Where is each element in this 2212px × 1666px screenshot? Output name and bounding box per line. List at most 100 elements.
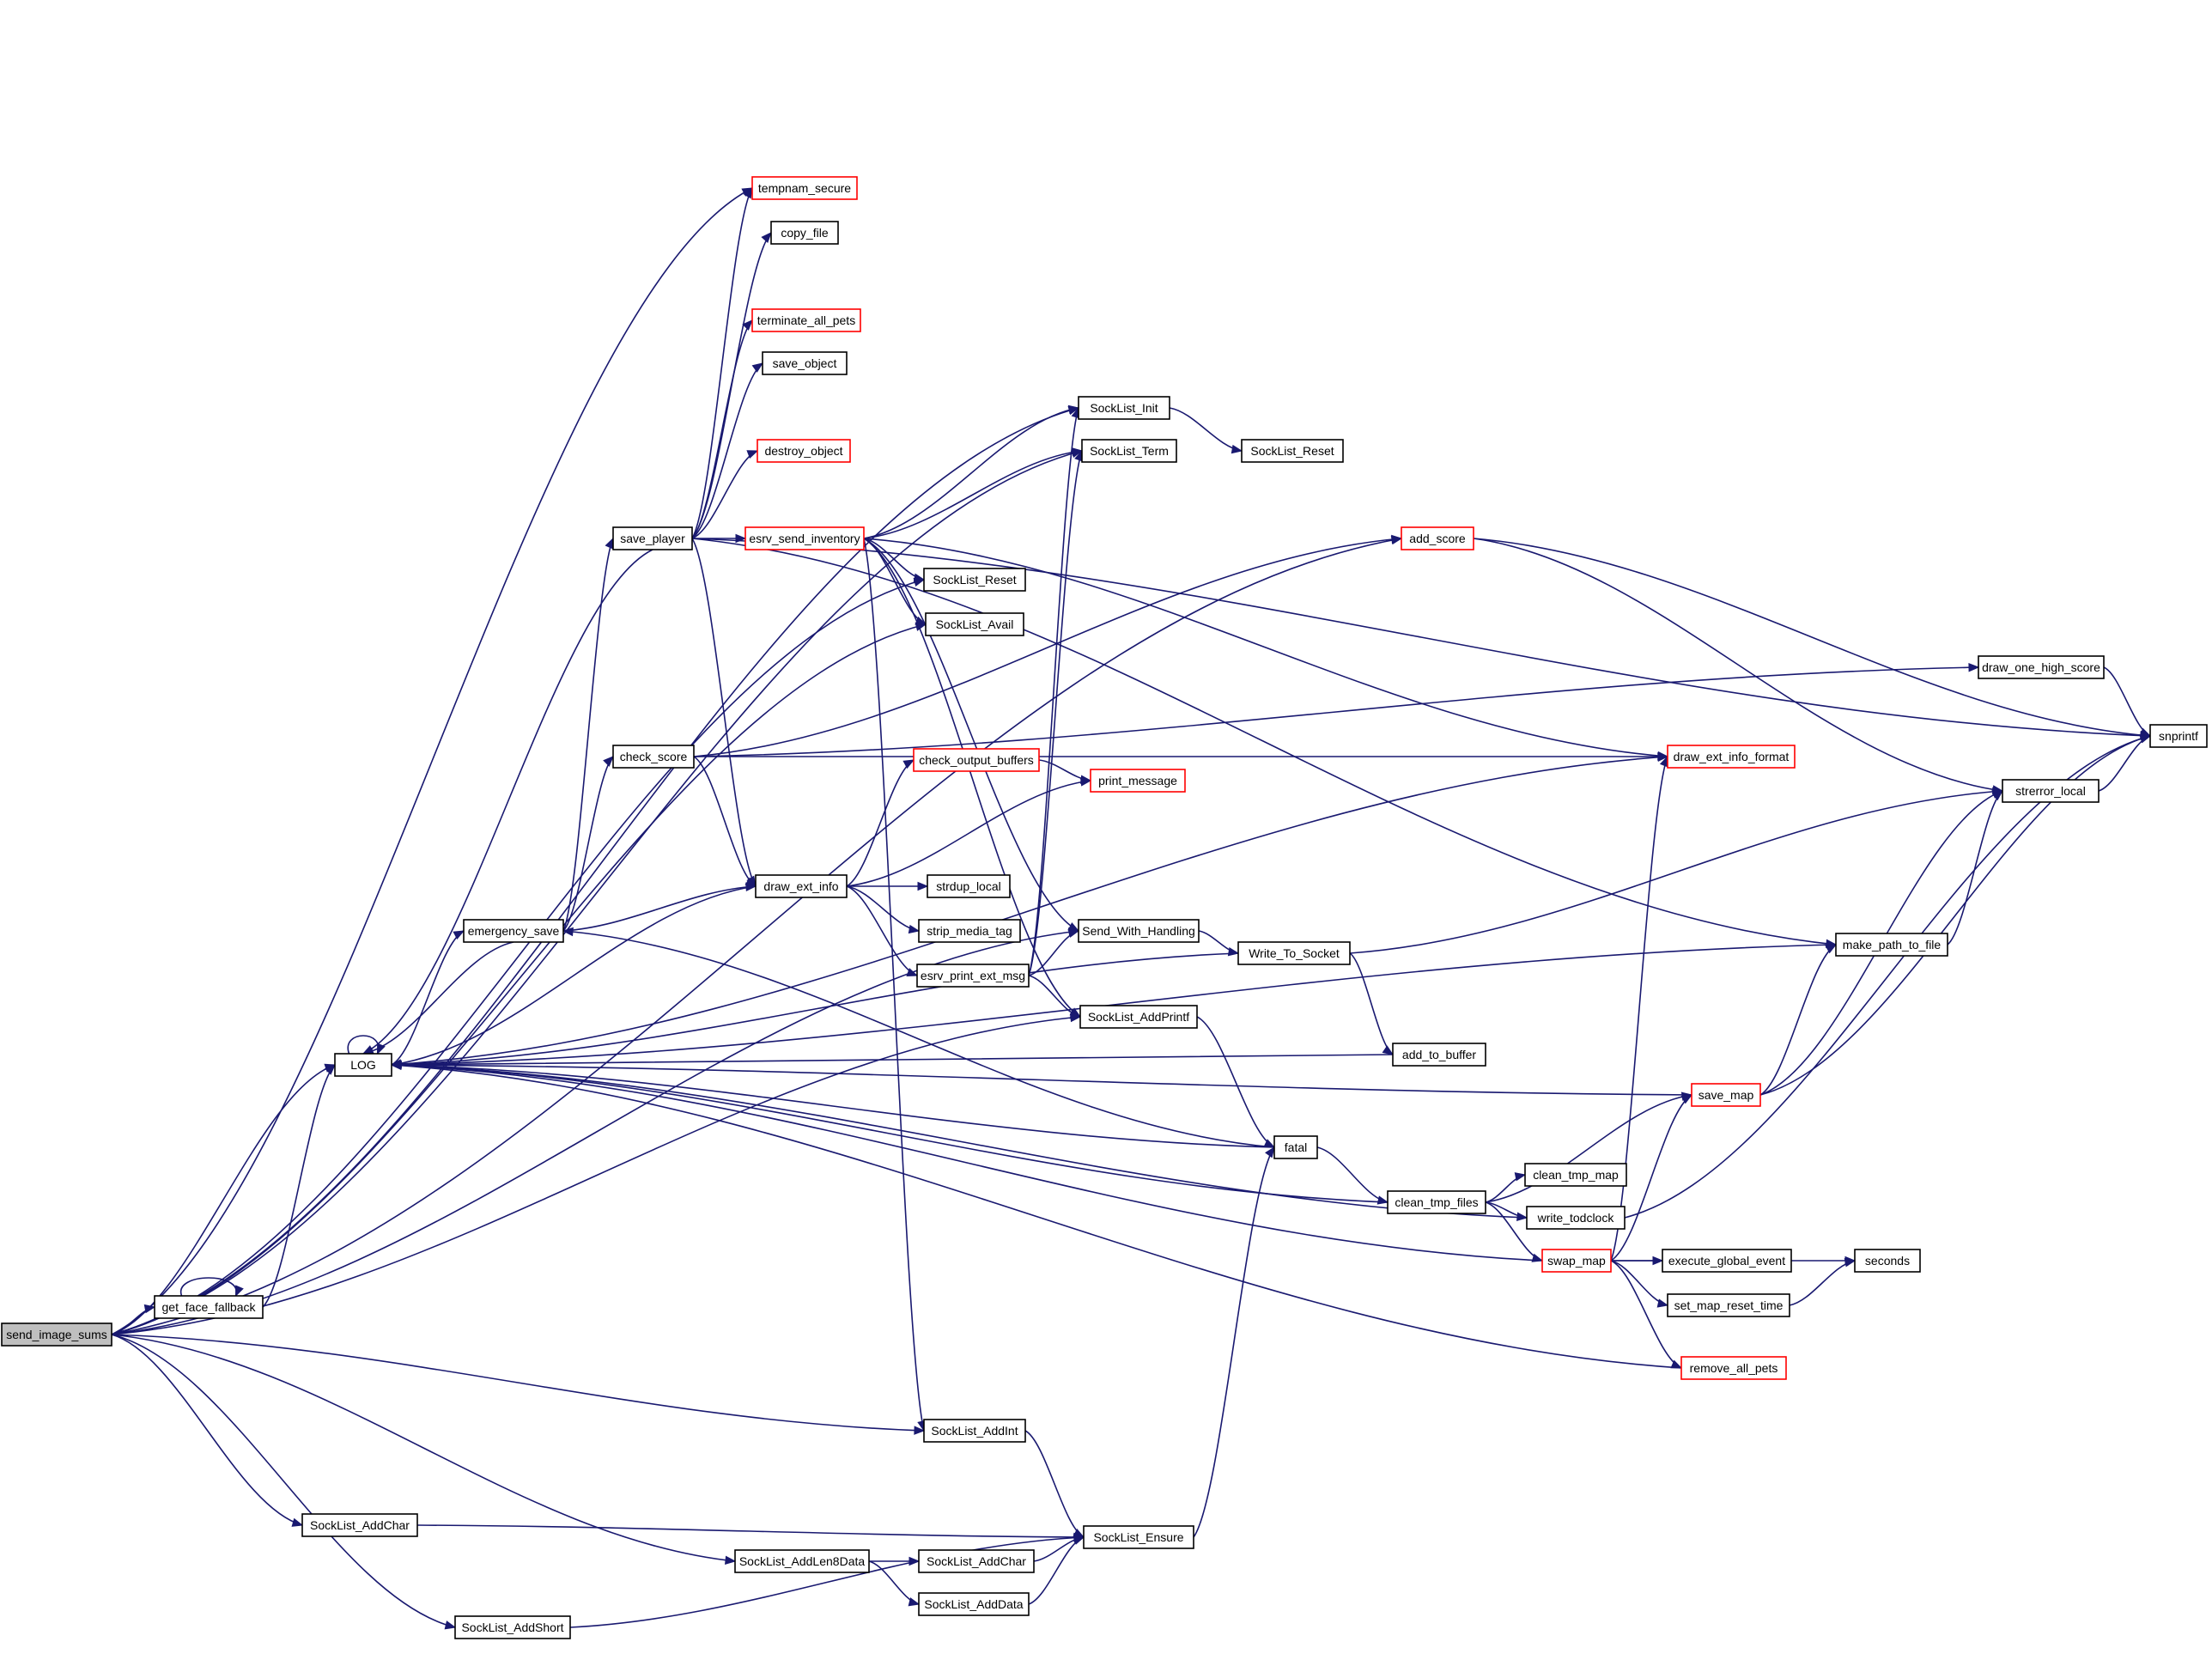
node-label: destroy_object [764, 444, 842, 458]
node-draw_ext_info_format[interactable]: draw_ext_info_format [1667, 745, 1796, 769]
node-label: fatal [1285, 1140, 1307, 1154]
node-check_output_buffers[interactable]: check_output_buffers [913, 748, 1040, 772]
node-box [744, 526, 865, 550]
node-emergency_save[interactable]: emergency_save [463, 919, 564, 943]
edge-line [1759, 944, 1837, 1096]
node-save_player[interactable]: save_player [612, 526, 693, 550]
node-label: clean_tmp_map [1533, 1168, 1619, 1182]
edge-line [262, 1064, 336, 1308]
edge-save_player-to-LOG [362, 549, 653, 1055]
node-draw_ext_info[interactable]: draw_ext_info [755, 874, 848, 898]
node-SockList_AddShort[interactable]: SockList_AddShort [454, 1615, 571, 1639]
edge-line [111, 579, 925, 1335]
node-SockList_AddPrintf[interactable]: SockList_AddPrintf [1079, 1005, 1198, 1029]
node-write_todclock[interactable]: write_todclock [1526, 1206, 1626, 1230]
edge-arrowhead [908, 1597, 921, 1607]
edge-draw_one_high_score-to-snprintf [2103, 666, 2152, 737]
node-label: LOG [350, 1058, 376, 1072]
edge-clean_tmp_files-to-clean_tmp_map [1485, 1172, 1527, 1203]
edge-arrowhead [1514, 1172, 1527, 1182]
edge-arrowhead [908, 924, 921, 934]
node-label: write_todclock [1537, 1211, 1615, 1225]
node-SockList_AddInt[interactable]: SockList_AddInt [923, 1419, 1026, 1443]
node-SockList_AddData[interactable]: SockList_AddData [918, 1592, 1030, 1616]
node-strip_media_tag[interactable]: strip_media_tag [918, 919, 1021, 943]
node-save_map[interactable]: save_map [1691, 1083, 1761, 1107]
node-terminate_all_pets[interactable]: terminate_all_pets [751, 308, 861, 332]
node-Send_With_Handling[interactable]: Send_With_Handling [1078, 919, 1200, 943]
node-LOG[interactable]: LOG [334, 1053, 392, 1077]
node-SockList_AddChar_1[interactable]: SockList_AddChar [301, 1513, 418, 1537]
node-send_image_sums[interactable]: send_image_sums [1, 1322, 112, 1347]
edges-layer [111, 186, 2152, 1630]
node-label: set_map_reset_time [1674, 1298, 1784, 1312]
node-SockList_AddLen8Data[interactable]: SockList_AddLen8Data [734, 1549, 870, 1573]
node-get_face_fallback[interactable]: get_face_fallback [154, 1295, 264, 1319]
node-label: swap_map [1547, 1254, 1606, 1268]
node-destroy_object[interactable]: destroy_object [757, 439, 851, 463]
node-esrv_print_ext_msg[interactable]: esrv_print_ext_msg [916, 964, 1030, 988]
node-add_score[interactable]: add_score [1401, 526, 1474, 550]
edge-fatal-to-emergency_save [562, 927, 1275, 1148]
node-fatal[interactable]: fatal [1273, 1135, 1318, 1159]
node-SockList_AddChar_2[interactable]: SockList_AddChar [918, 1549, 1035, 1573]
node-box [1691, 1083, 1761, 1107]
node-seconds[interactable]: seconds [1854, 1249, 1921, 1273]
edge-SockList_AddChar_1-to-SockList_Ensure [416, 1524, 1085, 1542]
edge-arrowhead [744, 877, 757, 887]
node-make_path_to_file[interactable]: make_path_to_file [1835, 933, 1948, 957]
edge-check_score-to-draw_ext_info_format [694, 751, 1669, 762]
node-strerror_local[interactable]: strerror_local [2002, 779, 2100, 803]
node-tempnam_secure[interactable]: tempnam_secure [751, 176, 858, 200]
edge-save_player-to-tempnam_secure [691, 186, 753, 539]
node-strdup_local[interactable]: strdup_local [927, 874, 1011, 898]
node-snprintf[interactable]: snprintf [2149, 724, 2208, 748]
edge-line [846, 780, 1091, 887]
edge-line [1610, 1260, 1682, 1369]
edge-line [1028, 450, 1083, 976]
edge-line [1316, 1146, 1389, 1203]
node-swap_map[interactable]: swap_map [1541, 1249, 1612, 1273]
node-label: get_face_fallback [162, 1300, 257, 1314]
node-SockList_Init[interactable]: SockList_Init [1078, 396, 1170, 420]
edge-line [111, 1334, 925, 1432]
edge-SockList_AddData-to-SockList_Ensure [1028, 1535, 1085, 1605]
edge-draw_ext_info-to-check_output_buffers [846, 759, 915, 887]
node-remove_all_pets[interactable]: remove_all_pets [1680, 1356, 1787, 1380]
edge-line [691, 187, 753, 539]
node-box [1667, 1293, 1790, 1317]
edge-arrowhead [362, 1045, 374, 1055]
edge-send_image_sums-to-LOG [111, 1063, 337, 1335]
node-add_to_buffer[interactable]: add_to_buffer [1392, 1043, 1486, 1067]
node-check_score[interactable]: check_score [612, 745, 695, 769]
node-copy_file[interactable]: copy_file [770, 221, 839, 245]
edge-emergency_save-to-save_player [562, 537, 614, 932]
node-print_message[interactable]: print_message [1090, 769, 1186, 793]
node-box [1078, 919, 1200, 943]
node-SockList_Term[interactable]: SockList_Term [1081, 439, 1177, 463]
edge-SockList_AddLen8Data-to-SockList_AddData [868, 1560, 921, 1607]
edge-get_face_fallback-to-get_face_fallback [180, 1277, 244, 1298]
node-box [154, 1295, 264, 1319]
node-clean_tmp_files[interactable]: clean_tmp_files [1387, 1190, 1486, 1214]
node-SockList_Avail[interactable]: SockList_Avail [925, 612, 1024, 636]
node-draw_one_high_score[interactable]: draw_one_high_score [1978, 655, 2105, 679]
node-clean_tmp_map[interactable]: clean_tmp_map [1524, 1163, 1627, 1187]
edge-arrowhead [906, 968, 919, 977]
node-execute_global_event[interactable]: execute_global_event [1662, 1249, 1792, 1273]
node-SockList_Ensure[interactable]: SockList_Ensure [1083, 1525, 1194, 1549]
node-esrv_send_inventory[interactable]: esrv_send_inventory [744, 526, 865, 550]
edge-arrowhead [1657, 751, 1669, 761]
node-set_map_reset_time[interactable]: set_map_reset_time [1667, 1293, 1790, 1317]
node-save_object[interactable]: save_object [762, 351, 848, 375]
node-box [1662, 1249, 1792, 1273]
node-SockList_Reset_1[interactable]: SockList_Reset [923, 568, 1026, 592]
node-box [1387, 1190, 1486, 1214]
edge-arrowhead [603, 756, 614, 767]
node-SockList_Reset_2[interactable]: SockList_Reset [1241, 439, 1344, 463]
node-box [770, 221, 839, 245]
edge-draw_ext_info-to-strdup_local [846, 881, 929, 891]
edge-line [391, 944, 1837, 1066]
node-box [612, 745, 695, 769]
node-Write_To_Socket[interactable]: Write_To_Socket [1237, 941, 1351, 965]
